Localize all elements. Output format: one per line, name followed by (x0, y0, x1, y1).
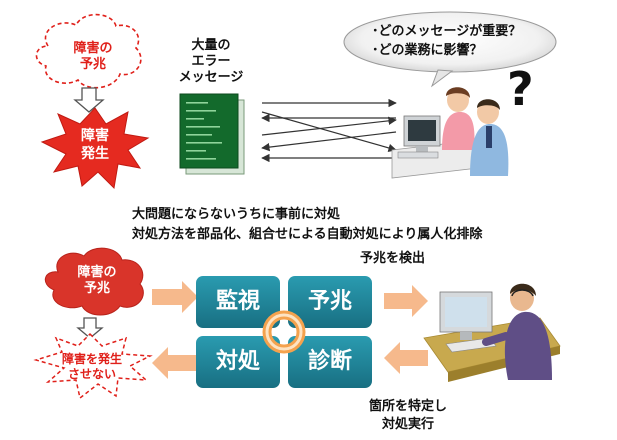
execute-arrow-left (384, 342, 428, 374)
bottom-down-arrow (76, 317, 104, 339)
cycle-ring (262, 310, 306, 354)
middle-line1: 大問題にならないうちに事前に対処 (132, 207, 341, 222)
predict-box (288, 276, 372, 328)
prevention-dashed-burst (33, 332, 153, 400)
messages-line3: メッセージ (178, 70, 244, 85)
headset-operator (423, 283, 561, 382)
monitor-box (196, 276, 280, 328)
messages-line1: 大量の (191, 38, 231, 53)
bottom-cloud-line2: 予兆 (83, 281, 110, 296)
bubble-line2: ･どの業務に影響？ (372, 43, 483, 58)
error-message-screen (179, 93, 245, 175)
top-cloud-line1: 障害の (73, 41, 113, 56)
prevent-line1: 障害を発生 (61, 352, 122, 366)
identify-line2: 対処実行 (381, 417, 434, 432)
bottom-symptom-cloud (44, 247, 144, 316)
message-flow-arrows (261, 98, 397, 163)
predict-label: 予兆 (307, 289, 352, 314)
operators-workstation (391, 87, 509, 179)
identify-line1: 箇所を特定し (368, 399, 447, 414)
messages-line2: エラー (191, 54, 231, 69)
input-arrow-right (152, 281, 198, 313)
top-symptom-cloud (35, 13, 142, 89)
top-cloud-line2: 予兆 (79, 57, 106, 72)
diagnose-box (288, 336, 372, 388)
output-arrow-left (152, 347, 198, 379)
question-bubble (343, 11, 557, 88)
handle-label: 対処 (215, 349, 260, 374)
prevent-line2: させない (67, 367, 116, 381)
detect-arrow-right (384, 285, 428, 317)
handle-box (196, 336, 280, 388)
burst-line2: 発生 (81, 146, 109, 162)
bottom-cloud-line1: 障害の (77, 265, 117, 280)
failure-burst (40, 107, 150, 190)
top-down-arrow (73, 87, 105, 113)
burst-line1: 障害 (81, 128, 109, 144)
question-mark: ? (507, 62, 534, 116)
diagnose-label: 診断 (307, 349, 352, 374)
monitor-label: 監視 (215, 289, 260, 314)
middle-line2: 対処方法を部品化、組合せによる自動対処により属人化排除 (132, 227, 483, 242)
detect-label: 予兆を検出 (360, 251, 426, 266)
bubble-line1: ･どのメッセージが重要？ (372, 24, 522, 39)
